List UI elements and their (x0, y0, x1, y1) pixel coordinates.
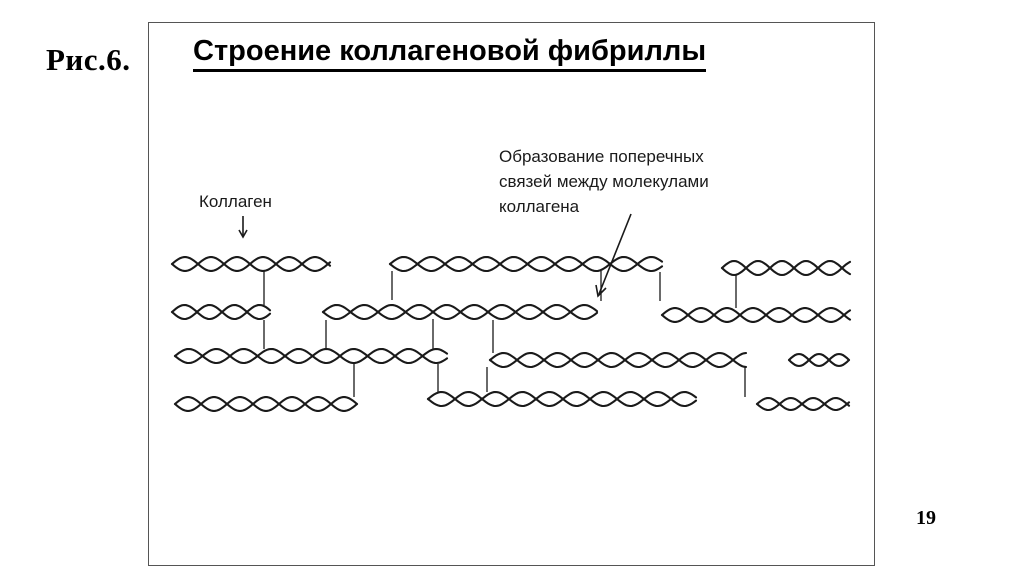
collagen-molecule (170, 303, 272, 321)
page-number: 19 (916, 507, 936, 529)
collagen-molecule (660, 307, 852, 323)
crosslink-label-line3: коллагена (499, 197, 580, 216)
figure-label: Рис.6. (46, 42, 131, 77)
crosslink-arrow (595, 213, 632, 298)
collagen-label: Коллаген (199, 192, 272, 211)
collagen-molecule (173, 347, 449, 365)
slide-title: Строение коллагеновой фибриллы (193, 34, 707, 72)
collagen-molecule (173, 396, 359, 412)
collagen-molecule (388, 255, 664, 273)
cross-links (263, 271, 746, 397)
collagen-molecule (720, 259, 852, 277)
collagen-molecule (426, 390, 698, 408)
collagen-molecules (170, 255, 852, 412)
crosslink-label-line2: связей между молекулами (499, 172, 709, 191)
collagen-molecule (755, 396, 851, 412)
collagen-molecule (321, 303, 599, 321)
crosslink-label-line1: Образование поперечных (499, 147, 704, 166)
collagen-molecule (488, 351, 748, 369)
collagen-molecule (170, 256, 332, 272)
collagen-molecule (787, 352, 851, 368)
collagen-arrow (238, 216, 248, 239)
slide-frame (148, 22, 875, 566)
